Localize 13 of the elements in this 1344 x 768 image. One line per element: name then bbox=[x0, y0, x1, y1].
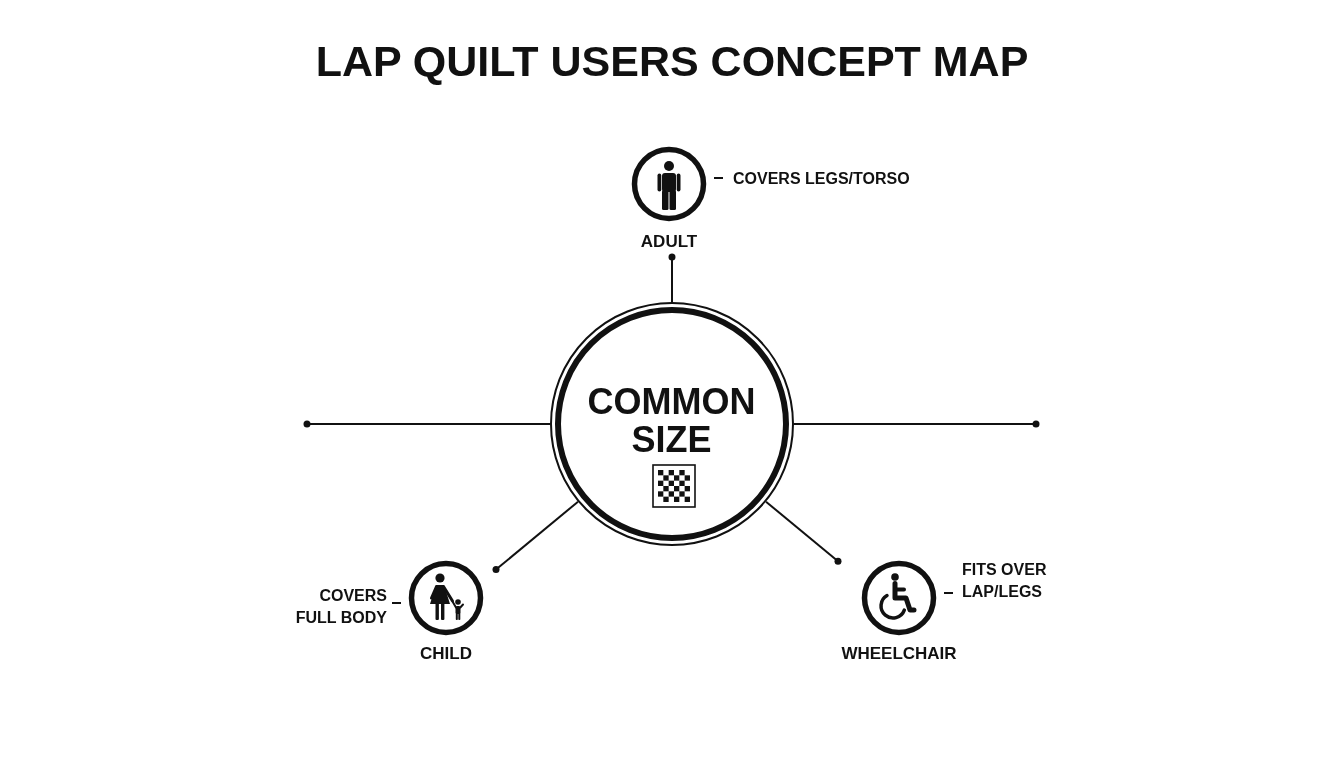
connector-line bbox=[765, 500, 842, 565]
node-label: WHEELCHAIR bbox=[840, 644, 958, 664]
connector-line bbox=[668, 253, 676, 303]
connector-line bbox=[793, 420, 1040, 428]
diagram-title: LAP QUILT USERS CONCEPT MAP bbox=[315, 40, 1029, 83]
node-label: ADULT bbox=[639, 232, 699, 252]
hub-label: COMMON SIZE bbox=[586, 383, 757, 459]
note-text: COVERS LEGS/TORSO bbox=[733, 169, 910, 189]
connector-line bbox=[303, 420, 551, 428]
connector-line bbox=[492, 500, 579, 573]
note-text: FITS OVER LAP/LEGS bbox=[962, 560, 1048, 602]
note-text: COVERS FULL BODY bbox=[294, 586, 387, 628]
node-label: CHILD bbox=[419, 644, 473, 664]
